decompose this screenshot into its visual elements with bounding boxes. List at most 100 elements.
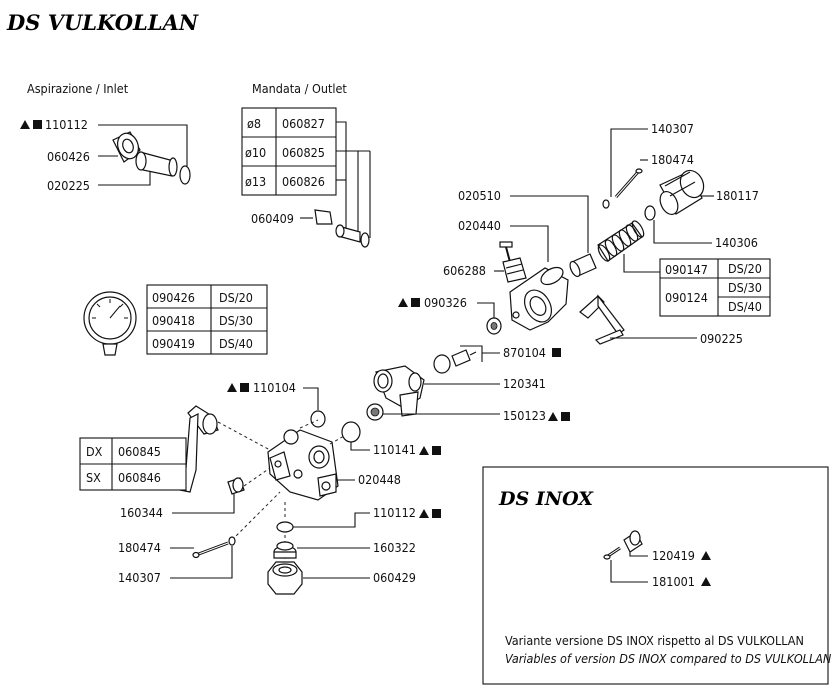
gauge-code-2: 090418 [152, 313, 195, 328]
valve-housing-part [509, 266, 569, 331]
label-110112-lower: 110112 [373, 505, 416, 520]
oring-110112-lower-part [276, 521, 294, 533]
washer-small-part [602, 199, 610, 209]
valve-870104-part [433, 349, 477, 374]
clamp-part [314, 209, 333, 225]
label-160322: 160322 [373, 540, 416, 555]
outlet-dia-1: ø8 [247, 116, 261, 131]
inox-note-english: Variables of version DS INOX compared to… [505, 651, 832, 666]
nut-060429-part [267, 561, 303, 595]
label-180474-top: 180474 [651, 152, 694, 167]
square-symbol [33, 120, 42, 129]
square-symbol [432, 509, 441, 518]
handle-part [179, 405, 219, 493]
outlet-dia-3: ø13 [245, 174, 266, 189]
spring-code-2: 090124 [665, 290, 708, 305]
handle-code-1: 060845 [118, 444, 161, 459]
label-160344: 160344 [120, 505, 163, 520]
label-060426: 060426 [47, 149, 90, 164]
valve-piston-part [569, 253, 597, 278]
spring-table: 090147 DS/20 090124 DS/30 DS/40 [659, 258, 771, 317]
gauge-code-3: 090419 [152, 336, 195, 351]
inlet-group: 110112 060426 020225 [20, 117, 191, 193]
handle-table: DX 060845 SX 060846 [79, 437, 187, 491]
square-symbol [552, 348, 561, 357]
pressure-gauge-part [83, 291, 137, 356]
valve-870104-group: 870104 [433, 345, 561, 374]
bracket-090225-part [579, 294, 625, 345]
outlet-code-1: 060827 [282, 116, 325, 131]
relief-valve-part [499, 241, 527, 283]
inox-title: DS INOX [498, 488, 594, 510]
spring-model-1: DS/20 [728, 261, 762, 276]
inlet-hose-tail-part [135, 151, 178, 177]
fitting-160322-part [273, 541, 297, 559]
triangle-symbol [20, 120, 30, 129]
valve-cap-group: 140307 180474 180117 020510 020440 14030… [458, 121, 771, 317]
triangle-symbol [419, 509, 429, 518]
outlet-oring-part [360, 232, 370, 248]
label-606288: 606288 [443, 263, 486, 278]
inox-part-181001 [603, 546, 621, 560]
gauge-table: 090426 DS/20 090418 DS/30 090419 DS/40 [146, 284, 268, 355]
outlet-table: ø8 060827 ø10 060825 ø13 060826 [241, 107, 371, 238]
label-140307-lower: 140307 [118, 570, 161, 585]
label-180474-lower: 180474 [118, 540, 161, 555]
spring-code-1: 090147 [665, 262, 708, 277]
triangle-symbol [419, 446, 429, 455]
inlet-oring-part [179, 165, 191, 185]
outlet-code-2: 060825 [282, 145, 325, 160]
handle-code-2: 060846 [118, 470, 161, 485]
label-020440: 020440 [458, 218, 501, 233]
inox-variant-box: DS INOX 120419 181001 Variante versione … [482, 466, 832, 685]
triangle-symbol [701, 551, 711, 560]
label-180117: 180117 [716, 188, 759, 203]
label-140306: 140306 [715, 235, 758, 250]
label-181001: 181001 [652, 574, 695, 589]
label-020225: 020225 [47, 178, 90, 193]
washer-small-lower-part [228, 536, 236, 546]
screw-part-top [614, 168, 643, 198]
washer-140306-part [644, 205, 656, 221]
screw-part-lower [192, 541, 229, 559]
outlet-fitting-group: 060409 [251, 209, 370, 248]
plug-160344-part [227, 477, 245, 495]
outlet-heading: Mandata / Outlet [252, 81, 347, 96]
spring-model-2b: DS/40 [728, 299, 762, 314]
inlet-heading: Aspirazione / Inlet [27, 81, 129, 96]
inlet-nut-part [112, 131, 141, 163]
gauge-model-3: DS/40 [219, 336, 253, 351]
label-150123: 150123 [503, 408, 546, 423]
label-120419: 120419 [652, 548, 695, 563]
gauge-code-1: 090426 [152, 290, 195, 305]
square-symbol [561, 412, 570, 421]
label-020510: 020510 [458, 188, 501, 203]
handle-side-1: DX [86, 444, 103, 459]
triangle-symbol [548, 412, 558, 421]
spring-model-2a: DS/30 [728, 280, 762, 295]
main-body-part [267, 429, 339, 501]
label-140307-top: 140307 [651, 121, 694, 136]
spring-part [597, 220, 645, 262]
triangle-symbol [398, 298, 408, 307]
triangle-symbol [227, 383, 237, 392]
square-symbol [240, 383, 249, 392]
square-symbol [411, 298, 420, 307]
label-020448: 020448 [358, 472, 401, 487]
label-060409: 060409 [251, 211, 294, 226]
outlet-code-3: 060826 [282, 174, 325, 189]
gauge-model-1: DS/20 [219, 290, 253, 305]
gauge-model-2: DS/30 [219, 313, 253, 328]
label-090225: 090225 [700, 331, 743, 346]
valve-body-group: 606288 090326 [398, 241, 569, 335]
label-110141: 110141 [373, 442, 416, 457]
housing-120341-part [373, 365, 425, 417]
inox-part-120419 [623, 530, 643, 553]
oring-110141-part [341, 421, 361, 443]
outlet-dia-2: ø10 [245, 145, 266, 160]
square-symbol [432, 446, 441, 455]
label-110112-inlet: 110112 [45, 117, 88, 132]
label-870104: 870104 [503, 345, 546, 360]
label-090326: 090326 [424, 295, 467, 310]
